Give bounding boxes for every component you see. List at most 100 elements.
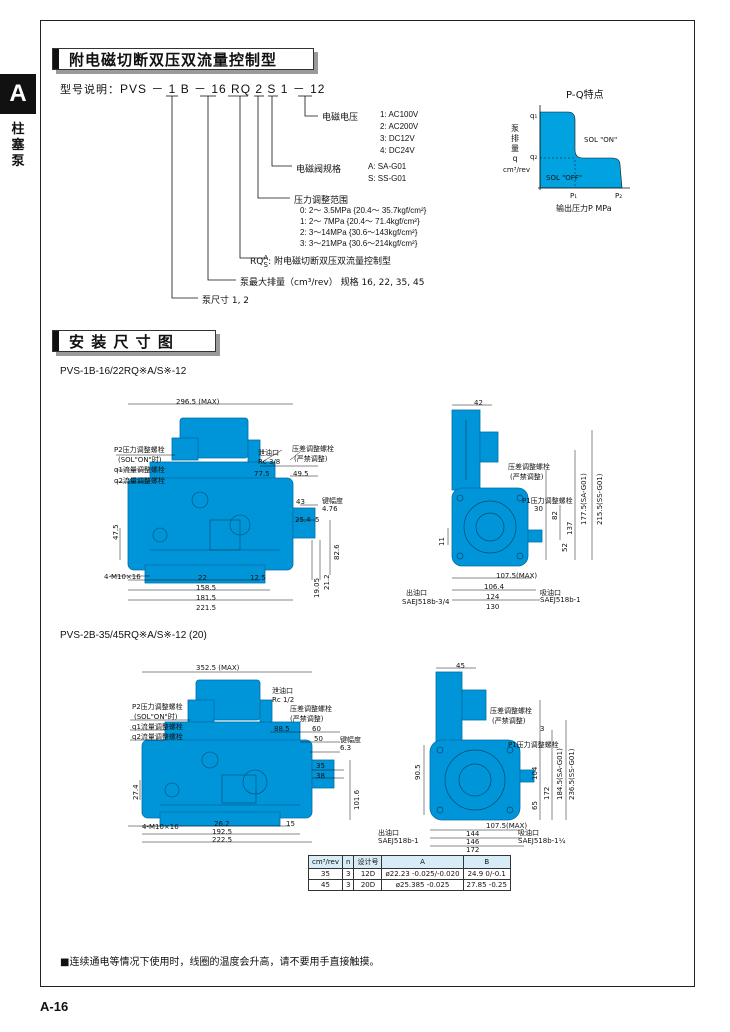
dim-front2-172: 172: [466, 846, 480, 854]
dim-side1-max: 296.5 (MAX): [176, 398, 220, 406]
dim-front1-107-5: 107.5(MAX): [496, 572, 538, 580]
label-side1-key: 键幅度: [322, 497, 343, 505]
pressure-option-2: 2: 3～14MPa {30.6～143kgf/cm²}: [300, 228, 418, 237]
usage-note: ■连续通电等情况下使用时，线圈的温度会升高，请不要用手直接触摸。: [60, 957, 380, 968]
label-side1-q1: q1流量调整螺栓: [114, 466, 165, 474]
label-side2-drain: 泄油口: [272, 687, 293, 695]
dim-side2-50: 50: [314, 735, 323, 743]
dim-side1-25-4: 25.4: [295, 516, 311, 524]
pq-p2: P₂: [615, 192, 623, 200]
dim-side2-38: 38: [316, 772, 325, 780]
chapter-tab: A: [0, 74, 36, 114]
dim-side2-max: 352.5 (MAX): [196, 664, 240, 672]
pq-sol-off: SOL "OFF": [546, 174, 583, 182]
label-front1-outlet: 出油口: [406, 589, 427, 597]
shaft-spec-table: cm³/rev n 设计号 A B 35 3 12D ø22.23 -0.025…: [307, 855, 511, 891]
table-cell: ø22.23 -0.025/-0.020: [381, 868, 464, 880]
dim-side2-88-5: 88.5: [274, 725, 290, 733]
table-row: 35 3 12D ø22.23 -0.025/-0.020 24.9 0/-0.…: [307, 868, 511, 880]
label-side1-noadjust: (严禁调整): [294, 455, 328, 463]
dim-side2-60: 60: [312, 725, 321, 733]
table-cell: 35: [307, 868, 344, 880]
pressure-label: 压力调整范围: [294, 196, 349, 206]
label-side1-solon: (SOL"ON"时): [118, 456, 162, 464]
label-front1-inlet: 吸油口: [540, 589, 561, 597]
dim-front2-90-5: 90.5: [414, 764, 422, 780]
pq-q2: q₂: [530, 153, 538, 161]
label-side2-key: 键幅度: [340, 736, 361, 744]
dim-side2-26-2: 26.2: [214, 820, 230, 828]
dim-side1-181-5: 181.5: [196, 594, 217, 602]
dim-front2-104: 104: [531, 766, 539, 780]
dim-front1-130: 130: [486, 603, 500, 611]
label-front2-inlet-spec: SAEJ518b-1¼: [518, 837, 566, 845]
label-side1-q2: q2流量调整螺栓: [114, 477, 165, 485]
label-side2-q2: q2流量调整螺栓: [132, 733, 183, 741]
pressure-option-0: 0: 2～ 3.5MPa {20.4～ 35.7kgf/cm²}: [300, 206, 427, 215]
dim-front2-65: 65: [531, 801, 539, 810]
dim-side1-4-76: 4.76: [322, 505, 338, 513]
label-front2-p1: P1压力调整螺栓: [508, 741, 559, 749]
dim-side1-5: 5: [315, 516, 320, 524]
label-front1-outlet-spec: SAEJ518b-3/4: [402, 598, 450, 606]
table-header-cell: cm³/rev: [307, 855, 344, 869]
table-header-cell: 设计号: [353, 855, 383, 869]
dim-side1-158-5: 158.5: [196, 584, 217, 592]
pq-q1: q₁: [530, 112, 538, 120]
label-side2-diff: 压差调整螺栓: [290, 705, 332, 713]
label-front2-diff: 压差调整螺栓: [490, 707, 532, 715]
dim-front1-106-4: 106.4: [484, 583, 505, 591]
drawing1-model: PVS-1B-16/22RQ※A/S※-12: [60, 366, 187, 377]
dim-front1-124: 124: [486, 593, 500, 601]
label-side1-bolt: 4-M10×16: [104, 573, 141, 581]
table-row: 45 3 20D ø25.385 -0.025 27.85 -0.25: [307, 879, 511, 891]
pq-y-unit: cm³/rev: [503, 166, 531, 174]
size-label: 泵尺寸 1, 2: [202, 296, 250, 306]
dim-side2-192-5: 192.5: [212, 828, 233, 836]
pq-p1: P₁: [570, 192, 578, 200]
dim-side1-49-5: 49.5: [293, 470, 309, 478]
table-cell: 20D: [353, 879, 383, 891]
label-side2-noadjust: (严禁调整): [290, 715, 324, 723]
dim-front2-3: 3: [540, 725, 545, 733]
chapter-label: 柱塞泵: [11, 122, 25, 169]
dim-side1-221-5: 221.5: [196, 604, 217, 612]
dim-front2-107-5: 107.5(MAX): [486, 822, 528, 830]
displacement-label: 泵最大排量（cm³/rev） 规格 16, 22, 35, 45: [240, 278, 425, 288]
label-front2-outlet: 出油口: [378, 829, 399, 837]
pq-x-label: 输出压力P MPa: [556, 204, 612, 213]
dim-front1-30: 30: [534, 505, 543, 513]
table-cell: ø25.385 -0.025: [381, 879, 464, 891]
dim-front2-sa: 184.5(SA-G01): [556, 748, 564, 800]
label-front1-inlet-spec: SAEJ518b-1: [540, 596, 581, 604]
dim-side2-15: 15: [286, 820, 295, 828]
table-header-cell: B: [462, 855, 511, 869]
table-cell: 3: [341, 879, 355, 891]
table-cell: 12D: [353, 868, 383, 880]
dim-side2-222-5: 222.5: [212, 836, 233, 844]
dim-side1-22: 22: [198, 574, 207, 582]
dim-side2-35: 35: [316, 762, 325, 770]
label-side1-diff: 压差调整螺栓: [292, 445, 334, 453]
page-number: A-16: [40, 999, 69, 1014]
label-side1-drain: 泄油口: [258, 449, 279, 457]
voltage-option-3: 3: DC12V: [380, 134, 415, 143]
dim-side1-43: 43: [296, 498, 305, 506]
table-header-cell: n: [341, 855, 355, 869]
label-front2-outlet-spec: SAEJ518b-1: [378, 837, 419, 845]
pq-title: P-Q特点: [566, 90, 604, 101]
model-code: 型号说明：PVS － 1 B － 16 RQ 2 S 1 － 12: [60, 82, 326, 96]
label-front1-noadjust: (严禁调整): [510, 473, 544, 481]
page-frame: [40, 20, 695, 987]
table-header-cell: A: [381, 855, 464, 869]
table-cell: 3: [341, 868, 355, 880]
dim-front1-42: 42: [474, 399, 483, 407]
label-front1-p1: P1压力调整螺栓: [522, 497, 573, 505]
